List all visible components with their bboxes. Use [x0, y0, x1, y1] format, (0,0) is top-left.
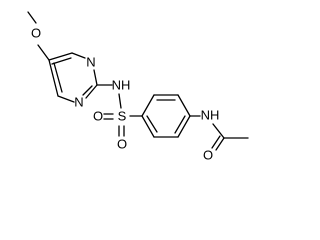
bond-benz-c4-c5 [177, 115, 191, 138]
bond-n3-c2 [93, 69, 98, 86]
atom-label-layer: O N N NH S O O NH O [31, 25, 219, 162]
atom-methoxy-oxygen: O [31, 25, 41, 40]
bond-layer [27, 11, 249, 151]
bond-c2-n1-double [82, 85, 93, 96]
bond-nh-s [118, 93, 122, 109]
bond-benz-c6-c1-double [146, 115, 158, 133]
bond-nh-carbonyl-c [212, 123, 225, 139]
bond-benz-c3-c4 [177, 94, 191, 117]
atom-sulfonyl-oxygen-bottom: O [117, 136, 127, 151]
atom-pyrimidine-n1: N [74, 94, 83, 109]
bond-n1-c6 [57, 95, 75, 103]
bond-benz-c1-c2 [141, 94, 155, 117]
bond-c2-n1 [85, 84, 98, 99]
bond-c5-c4 [48, 52, 73, 61]
atom-sulfonyl-oxygen-left: O [93, 108, 103, 123]
bond-c4-c4-double [51, 57, 72, 65]
atom-pyrimidine-n3: N [86, 54, 95, 69]
bond-benz-c4-c5-double [174, 115, 186, 134]
bond-c6-c5 [48, 59, 59, 97]
bond-c-o-a [215, 137, 225, 151]
molecule-structure-diagram: O N N NH S O O NH O [27, 11, 249, 162]
bond-benz-c6-c1 [141, 115, 155, 138]
bond-c4-n3 [71, 52, 86, 59]
atom-carbonyl-oxygen: O [203, 147, 213, 162]
bond-c6-c5-double [53, 62, 63, 93]
bond-o-c5 [37, 44, 50, 61]
atom-sulfur: S [118, 108, 127, 123]
bond-methyl-o [27, 11, 37, 24]
atom-sulfonamide-nh: NH [112, 77, 131, 92]
atom-amide-nh: NH [201, 107, 220, 122]
bond-c-o-b [211, 135, 221, 149]
